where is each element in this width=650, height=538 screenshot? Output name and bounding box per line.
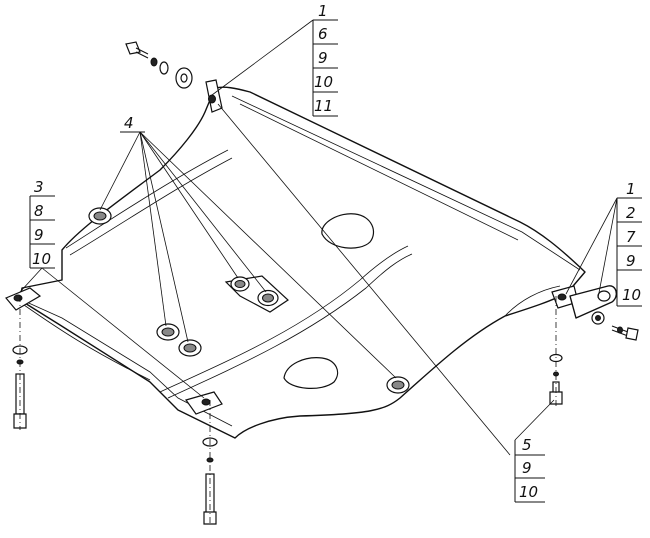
callout-number: 1 <box>318 2 328 20</box>
top-hardware <box>125 41 193 89</box>
callout-number: 10 <box>314 73 333 91</box>
skid-plate <box>5 79 586 439</box>
rear-bracket <box>569 285 618 325</box>
assembly-axes <box>19 296 557 526</box>
callout-number: 9 <box>626 252 636 270</box>
callout-number: 9 <box>34 226 44 244</box>
callout-number: 8 <box>34 202 44 220</box>
callout-number: 5 <box>522 436 532 454</box>
callout-stack-top-right: 1 6 9 10 11 <box>312 2 338 117</box>
right-side-hardware <box>611 325 639 341</box>
callout-number: 1 <box>626 180 636 198</box>
callout-stack-right: 1 2 7 9 10 <box>616 180 642 307</box>
callout-stack-middle-top: 4 <box>120 114 145 133</box>
leader-lines <box>19 19 618 456</box>
callout-number: 7 <box>626 228 636 246</box>
callout-number: 9 <box>522 459 532 477</box>
callout-number: 9 <box>318 49 328 67</box>
callout-stack-bottom: 5 9 10 <box>514 436 545 503</box>
callout-number: 2 <box>626 204 636 222</box>
callout-stack-left: 3 8 9 10 <box>29 178 55 269</box>
callout-number: 10 <box>622 286 641 304</box>
callout-number: 11 <box>314 97 333 115</box>
left-stud-hardware <box>12 345 28 429</box>
callout-number: 10 <box>32 250 51 268</box>
callout-number: 3 <box>34 178 44 196</box>
callout-number: 6 <box>318 25 328 43</box>
callout-number: 4 <box>124 114 134 132</box>
callout-number: 10 <box>519 483 538 501</box>
